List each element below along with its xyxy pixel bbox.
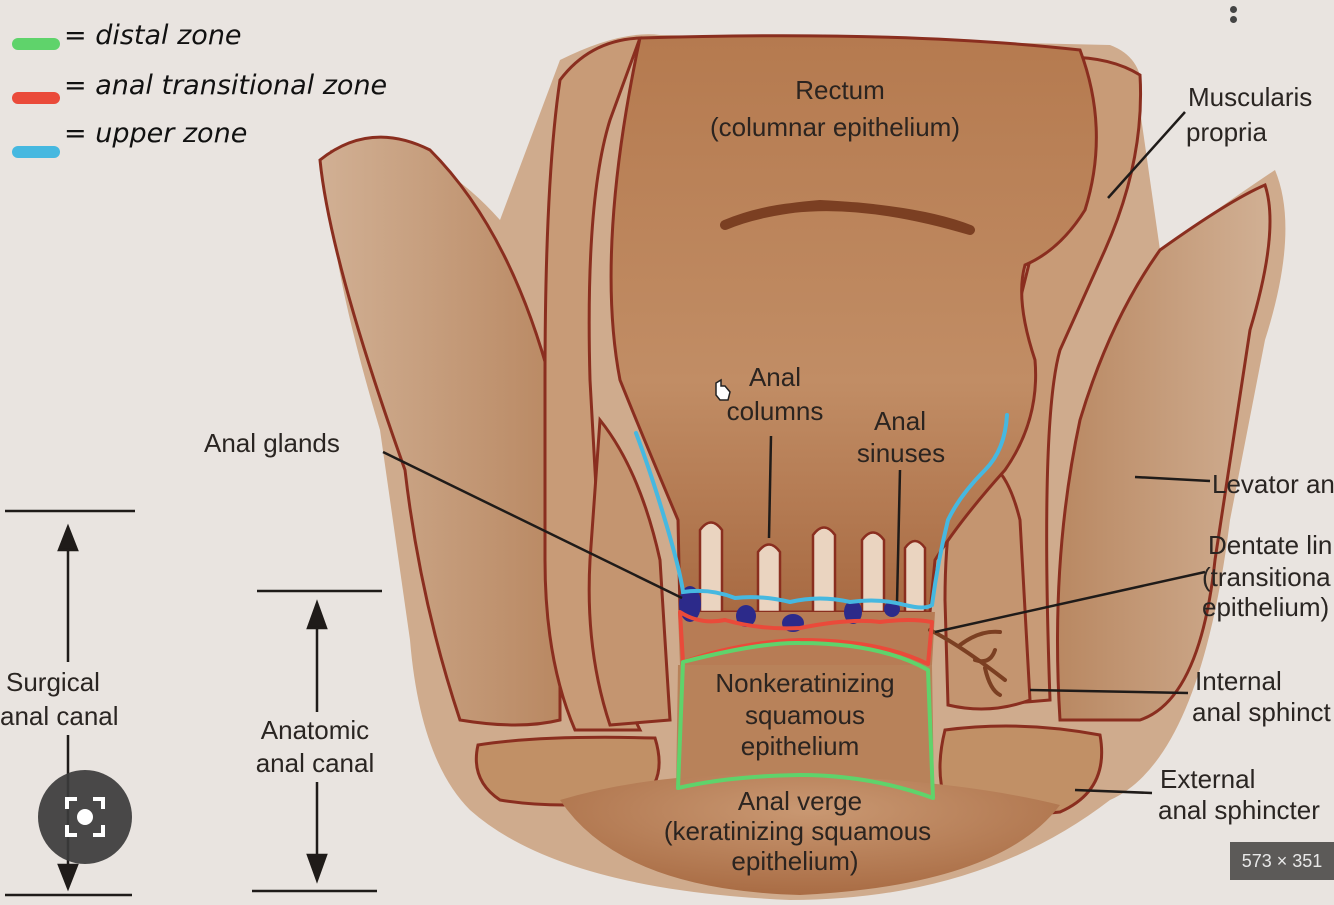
lens-button[interactable]	[38, 770, 132, 864]
levator-label: Levator an	[1212, 469, 1334, 500]
surgical-canal-label-1: Surgical	[6, 667, 100, 698]
muscularis-label-1: Muscularis	[1188, 82, 1312, 113]
rectum-title: Rectum	[740, 75, 940, 106]
nonkeratinizing-label-2: squamous	[715, 700, 895, 731]
anatomic-canal-label-2: anal canal	[240, 748, 390, 779]
legend-swatch-transitional	[12, 92, 60, 104]
internal-sphincter-label-1: Internal	[1195, 666, 1282, 697]
more-options-icon[interactable]	[1226, 4, 1240, 28]
internal-sphincter-label-2: anal sphinct	[1192, 697, 1331, 728]
legend-swatch-distal	[12, 38, 60, 50]
anatomic-canal-label-1: Anatomic	[240, 715, 390, 746]
dentate-label-2: (transitiona	[1202, 562, 1331, 593]
legend-swatch-upper	[12, 146, 60, 158]
rectum-subtitle: (columnar epithelium)	[680, 112, 990, 143]
external-sphincter-label-2: anal sphincter	[1158, 795, 1320, 826]
anal-columns-label-2: columns	[715, 396, 835, 427]
legend-upper: = upper zone	[64, 118, 247, 149]
anal-sinuses-label-2: sinuses	[845, 438, 957, 469]
image-size-badge: 573 × 351	[1230, 842, 1334, 880]
surgical-canal-label-2: anal canal	[0, 701, 119, 732]
anal-columns-label-1: Anal	[720, 362, 830, 393]
external-sphincter-label-1: External	[1160, 764, 1255, 795]
legend-transitional: = anal transitional zone	[64, 70, 387, 101]
dentate-label-3: epithelium)	[1202, 592, 1329, 623]
anal-glands-label: Anal glands	[204, 428, 340, 459]
anal-verge-label-2: (keratinizing squamous	[650, 816, 945, 847]
nonkeratinizing-label-3: epithelium	[715, 731, 885, 762]
anal-sinuses-label-1: Anal	[850, 406, 950, 437]
dentate-label-1: Dentate lin	[1208, 530, 1332, 561]
anal-verge-label-3: epithelium)	[720, 846, 870, 877]
nonkeratinizing-label-1: Nonkeratinizing	[695, 668, 915, 699]
legend-distal: = distal zone	[64, 20, 242, 51]
anal-verge-label-1: Anal verge	[710, 786, 890, 817]
muscularis-label-2: propria	[1186, 117, 1267, 148]
